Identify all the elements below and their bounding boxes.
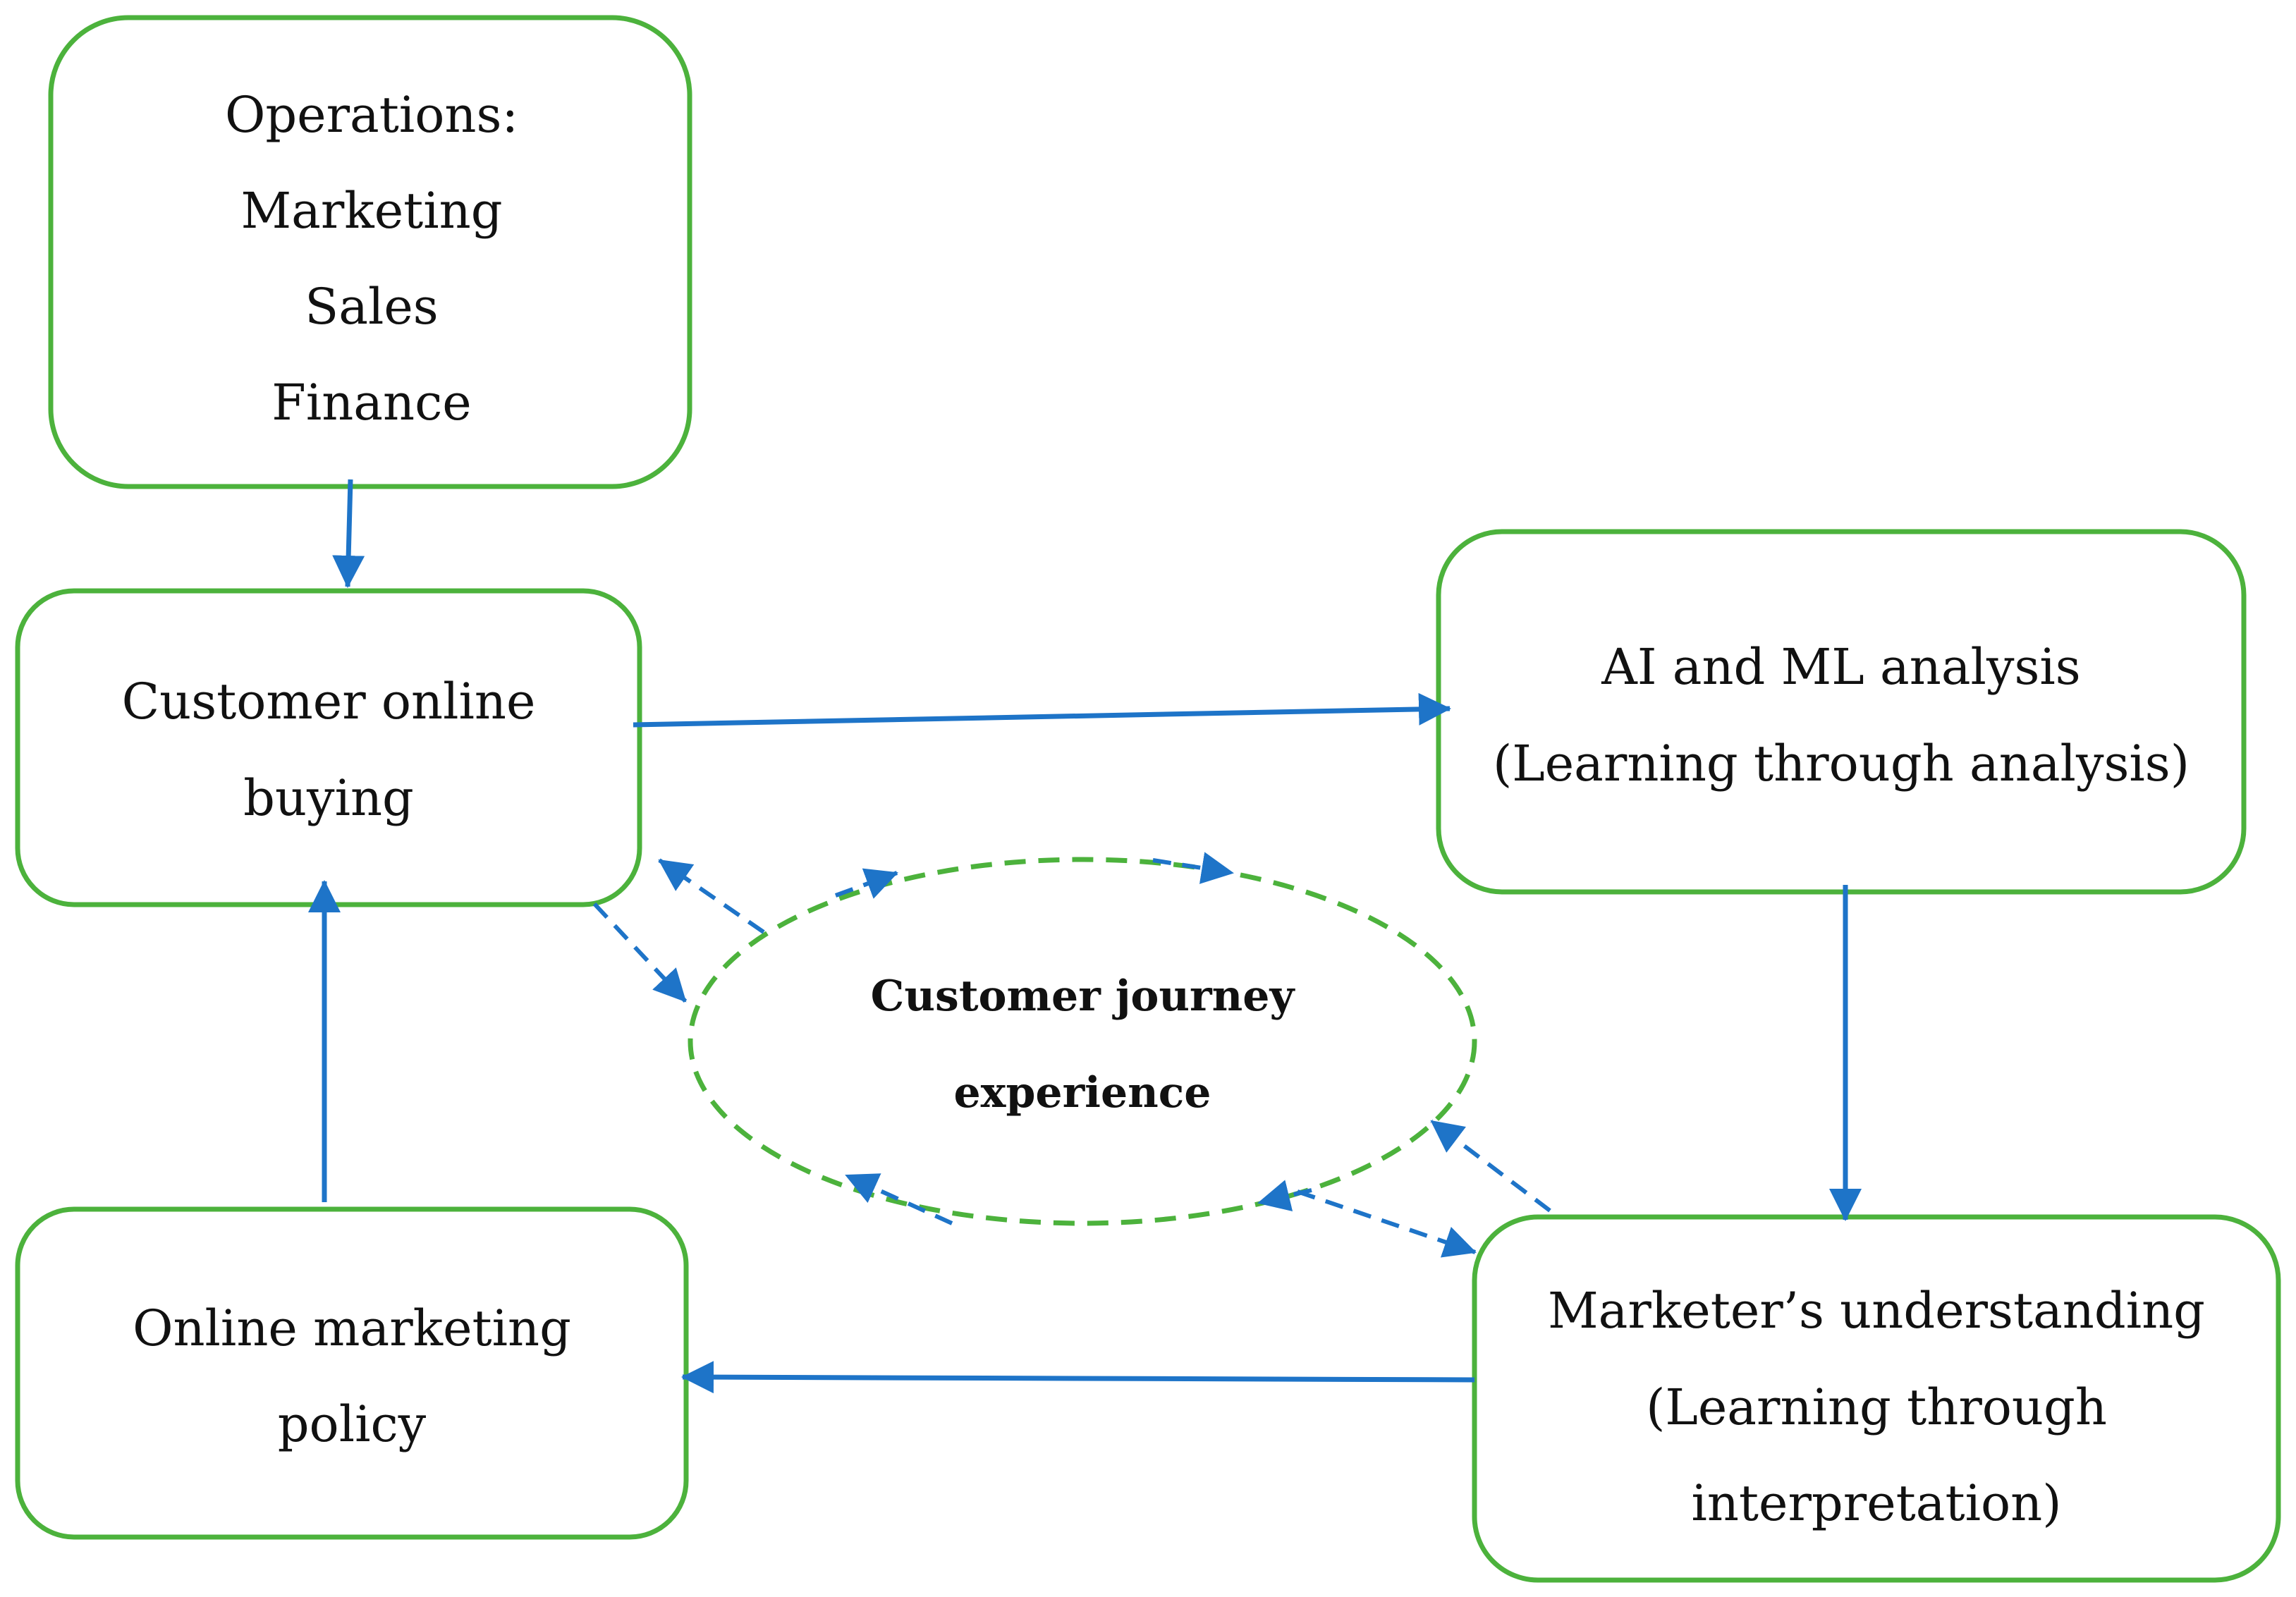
arrow-buying-to-ai (633, 692, 1451, 728)
ai-ml-analysis-box (1436, 529, 2247, 895)
online-marketing-policy-box (15, 1206, 689, 1540)
marketers-understanding-line-2: (Learning through (1646, 1378, 2107, 1436)
operations-line-3: Sales (305, 278, 438, 336)
customer-online-buying-box (15, 588, 642, 907)
operations-line-1: Operations: (225, 86, 518, 144)
customer-journey-line-1: Customer journey (871, 972, 1296, 1021)
arrow-operations-to-buying (332, 479, 365, 588)
marketers-understanding-line-1: Marketer’s understanding (1548, 1282, 2205, 1340)
customer-journey-ellipse (688, 857, 1477, 1226)
dashed-arrow-marketers-to-journey-bottom (1257, 1180, 1312, 1212)
dashed-arrow-buying-to-journey (592, 902, 688, 1003)
customer-journey-line-2: experience (954, 1068, 1211, 1118)
online-marketing-policy-line-1: Online marketing (133, 1299, 571, 1357)
customer-online-buying-line-1: Customer online (122, 673, 536, 730)
ai-ml-analysis-line-1: AI and ML analysis (1601, 638, 2080, 696)
dashed-arrow-journey-to-buying (658, 858, 765, 934)
dashed-arrow-journey-to-marketers (1297, 1189, 1477, 1258)
operations-box (48, 15, 692, 489)
dashed-arrow-journey-top-left (834, 868, 898, 899)
ai-ml-analysis-line-2: (Learning through analysis) (1493, 735, 2190, 793)
dashed-arrow-journey-bottom-left (845, 1173, 953, 1225)
operations-line-4: Finance (271, 374, 472, 432)
customer-online-buying-line-2: buying (243, 769, 414, 827)
marketers-understanding-line-3: interpretation) (1691, 1474, 2061, 1532)
dashed-arrow-journey-top-right (1152, 852, 1234, 884)
arrow-marketers-to-policy (681, 1361, 1475, 1394)
marketers-understanding-box (1472, 1214, 2281, 1583)
online-marketing-policy-line-2: policy (278, 1395, 427, 1453)
dashed-arrow-marketers-to-journey-right (1430, 1119, 1551, 1213)
operations-line-2: Marketing (240, 182, 502, 240)
